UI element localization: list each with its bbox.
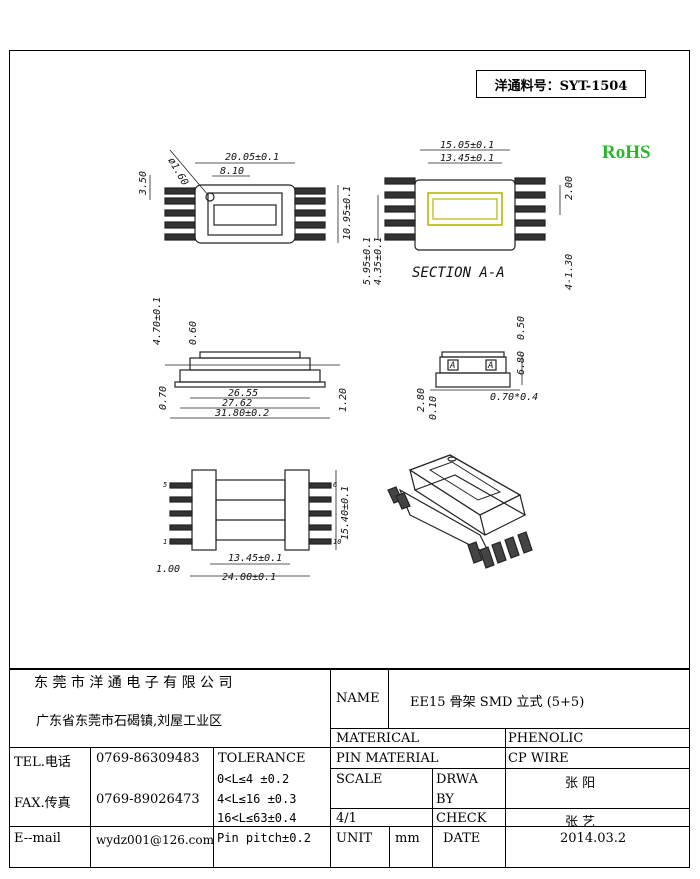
unit-value: mm — [395, 831, 420, 846]
dim-section-left1: 5.95±0.1 — [362, 237, 373, 285]
dim-section-bottom: 4-1.30 — [564, 254, 575, 290]
dim-top-height: 10.95±0.1 — [342, 186, 353, 240]
pin-number-right-bottom: 10 — [333, 538, 341, 546]
section-view — [377, 149, 561, 251]
email-label: E--mail — [14, 831, 61, 846]
dim-section-left2: 4.35±0.1 — [373, 237, 384, 285]
side-view — [165, 351, 340, 419]
dim-end-left1: 2.80 — [416, 388, 427, 412]
pin-material-label: PIN MATERIAL — [336, 751, 439, 766]
drawn-by-value: 张 阳 — [565, 776, 596, 791]
dim-bottom-height: 15.40±0.1 — [340, 486, 351, 540]
dim-section-inner: 13.45±0.1 — [440, 153, 494, 164]
material-value: PHENOLIC — [508, 731, 584, 746]
drawing-frame — [9, 50, 690, 868]
tolerance-label: TOLERANCE — [218, 751, 306, 766]
part-number: 洋通料号：SYT-1504 — [494, 78, 628, 94]
dim-end-left2: 0.10 — [428, 396, 439, 420]
dim-section-right: 2.00 — [564, 176, 575, 200]
scale-label: SCALE — [336, 772, 383, 787]
tolerance-range-1: 0<L≤4 ±0.2 — [217, 772, 290, 786]
tel-label: TEL.电话 — [14, 755, 71, 770]
tolerance-range-3: 16<L≤63±0.4 — [217, 811, 297, 825]
dim-top-left: 3.50 — [138, 171, 149, 196]
dim-side-height: 4.70±0.1 — [152, 297, 163, 345]
dim-top-pin: ø1.60 — [165, 156, 190, 188]
tolerance-pin-pitch: Pin pitch±0.2 — [217, 831, 311, 845]
dim-top-inner: 8.10 — [220, 166, 244, 177]
pin-number-right-top: 6 — [333, 481, 337, 489]
dim-side-a: 26.55 — [228, 388, 258, 399]
check-label: CHECK — [436, 811, 487, 826]
dim-side-top: 0.60 — [188, 321, 199, 345]
fax-value: 0769-89026473 — [96, 792, 200, 807]
date-label: DATE — [443, 831, 481, 846]
dim-side-c: 31.80±0.2 — [214, 408, 269, 419]
drawn-by-label-1: DRWA — [436, 772, 479, 787]
check-value: 张 艺 — [565, 815, 596, 830]
isometric-view — [387, 454, 533, 569]
dim-bottom-foot: 1.00 — [156, 564, 180, 575]
section-title: SECTION A-A — [412, 265, 505, 281]
dim-side-b: 27.62 — [222, 398, 252, 409]
bottom-view-pins — [169, 482, 332, 545]
isometric-pins — [387, 486, 533, 569]
unit-label: UNIT — [336, 831, 373, 846]
name-label: NAME — [336, 691, 380, 706]
end-view — [430, 351, 523, 391]
dim-bottom-inner: 13.45±0.1 — [228, 553, 282, 564]
tolerance-range-2: 4<L≤16 ±0.3 — [217, 792, 297, 806]
pin-number-bottom: 1 — [163, 538, 167, 546]
dim-end-top: 0.50 — [516, 316, 527, 340]
dim-bottom-width: 24.00±0.1 — [222, 572, 276, 583]
email-value: wydz001@126.com — [96, 833, 215, 847]
dim-side-right: 1.20 — [338, 388, 349, 412]
end-label-a-left: A — [449, 361, 455, 371]
tel-value: 0769-86309483 — [96, 751, 200, 766]
top-view-pins-right — [294, 187, 326, 241]
rohs-mark: RoHS — [602, 142, 651, 163]
fax-label: FAX.传真 — [14, 796, 71, 811]
end-label-a-right: A — [487, 361, 493, 371]
top-view-pins-left — [164, 187, 196, 241]
pin-material-value: CP WIRE — [508, 751, 569, 766]
scale-value: 4/1 — [336, 811, 357, 826]
top-view — [149, 149, 339, 244]
pin-number-top: 5 — [163, 481, 167, 489]
dim-side-foot: 0.70 — [158, 386, 169, 410]
section-pins — [384, 177, 546, 241]
dim-section-outer: 15.05±0.1 — [440, 140, 494, 151]
date-value: 2014.03.2 — [560, 831, 627, 846]
material-label: MATERICAL — [336, 731, 420, 746]
part-number-box: 洋通料号：SYT-1504 — [476, 70, 646, 98]
name-value: EE15 骨架 SMD 立式 (5+5) — [410, 695, 585, 710]
bottom-view — [169, 469, 337, 577]
drawn-by-label-2: BY — [436, 792, 454, 807]
dim-end-pin: 0.70*0.4 — [490, 392, 538, 403]
dim-end-right: 6.80 — [516, 351, 527, 375]
company-name: 东 莞 市 洋 通 电 子 有 限 公 司 — [34, 675, 233, 691]
company-address: 广东省东莞市石碣镇,刘屋工业区 — [36, 714, 223, 729]
dim-top-width: 20.05±0.1 — [225, 152, 279, 163]
